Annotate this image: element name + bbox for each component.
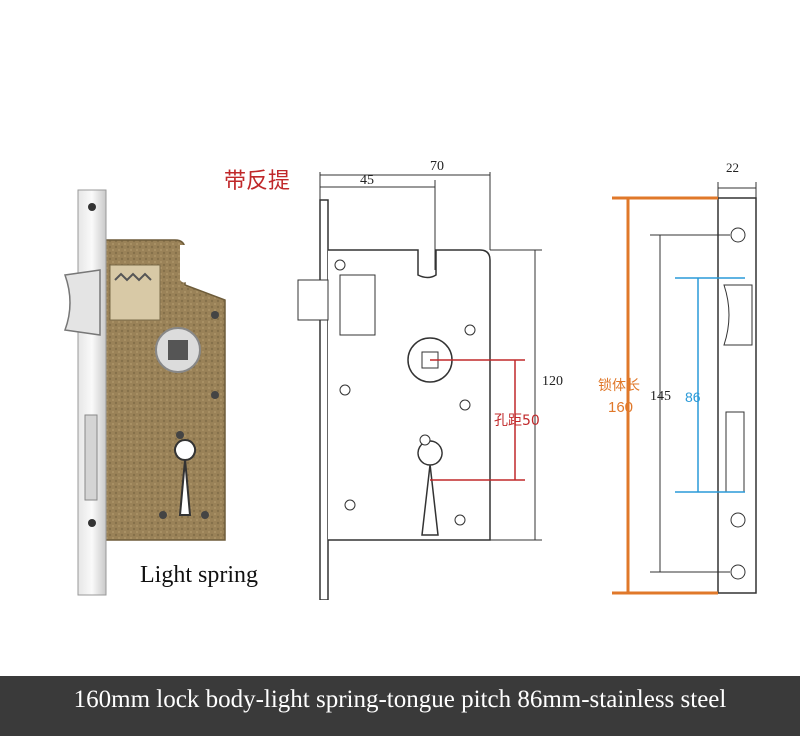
dim-120-label: 120: [542, 374, 563, 389]
drawing-cylinder-hole: [417, 440, 443, 536]
hole-pitch-label: 孔距50: [494, 413, 540, 429]
photo-caption: Light spring: [140, 562, 258, 588]
lock-body-photo: [63, 189, 226, 596]
case-slot: [180, 245, 188, 283]
dim-22-label: 22: [726, 160, 739, 175]
spindle-square: [168, 340, 188, 360]
side-faceplate: [717, 197, 757, 594]
side-view-drawing: 22 145 86 锁体长 160: [598, 160, 757, 595]
drawing-screw: [454, 514, 466, 526]
screw-hole: [211, 311, 219, 319]
latch-mechanism: [109, 264, 161, 321]
dim-45-label: 45: [360, 173, 374, 188]
faceplate: [77, 189, 107, 596]
deadbolt-window: [84, 414, 98, 501]
body-length-value: 160: [608, 399, 633, 416]
drawing-screw: [419, 434, 431, 446]
drawing-screw: [459, 399, 471, 411]
drawing-screw: [344, 499, 356, 511]
side-deadbolt: [725, 411, 745, 493]
drawing-screw: [464, 324, 476, 336]
side-screw-hole: [730, 227, 746, 243]
body-length-label: 锁体长: [598, 378, 640, 394]
drawing-latch-body: [339, 274, 376, 336]
dim-70-label: 70: [430, 159, 444, 174]
faceplate-screw-hole: [88, 519, 96, 527]
cylinder-hole: [174, 439, 197, 516]
screw-hole: [176, 431, 184, 439]
drawing-screw: [334, 259, 346, 271]
screw-hole: [211, 391, 219, 399]
drawing-latch: [297, 279, 329, 321]
side-screw-hole: [730, 512, 746, 528]
dim-145-label: 145: [650, 389, 671, 404]
footer-banner-text: 160mm lock body-light spring-tongue pitc…: [73, 686, 727, 713]
screw-hole: [201, 511, 209, 519]
footer-banner: [0, 676, 800, 736]
side-latch: [723, 284, 753, 346]
side-screw-hole: [730, 564, 746, 580]
spring: [114, 272, 152, 282]
faceplate-screw-hole: [88, 203, 96, 211]
header-title-cn: 带反提: [224, 169, 291, 194]
front-view-drawing: 70 45 120 孔距50: [297, 159, 563, 600]
dim-86-label: 86: [685, 389, 701, 405]
screw-hole: [159, 511, 167, 519]
drawing-screw: [339, 384, 351, 396]
drawing-faceplate: [319, 199, 329, 600]
latch-tongue: [63, 269, 101, 336]
